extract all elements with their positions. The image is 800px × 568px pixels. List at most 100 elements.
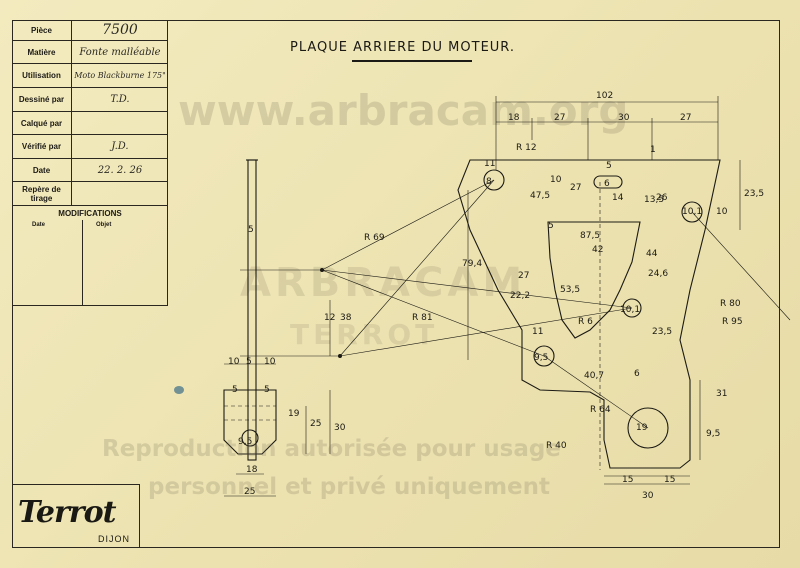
dim-30: 30	[642, 491, 654, 501]
dim-5: 5	[548, 221, 554, 231]
dim-r81: R 81	[412, 313, 433, 323]
modifications-date-header: Date	[32, 222, 46, 228]
dim-19: 19	[288, 409, 300, 419]
dim-6: 6	[634, 369, 640, 379]
construction-line	[691, 211, 791, 321]
modifications-title: MODIFICATIONS	[58, 209, 122, 218]
dim-r40: R 40	[546, 441, 567, 451]
plate-outline	[457, 159, 721, 469]
tb-row-utilisation: Utilisation Moto Blackburne 175"	[12, 64, 168, 88]
tb-row-verifie: Vérifié par J.D.	[12, 135, 168, 159]
dim-hole-center: 10,1	[620, 305, 640, 315]
watermark-line-1: Reproduction autorisée pour usage	[102, 436, 561, 462]
sheet-frame	[12, 20, 780, 548]
dim-79: 79,4	[462, 259, 482, 269]
modifications-block: MODIFICATIONS Date Objet	[12, 206, 168, 306]
dim-18: 18	[508, 113, 520, 123]
tb-label: Utilisation	[12, 64, 72, 87]
hole-center	[622, 298, 642, 318]
watermark-logo-bottom: TERROT	[290, 318, 439, 351]
dim-87: 87,5	[580, 231, 600, 241]
tb-label: Calqué par	[12, 112, 72, 134]
dim-11: 11	[532, 327, 543, 337]
inner-cutout	[547, 221, 641, 339]
dim-small-hole: 9,5	[238, 437, 252, 447]
small-part	[223, 389, 277, 455]
tb-value: J.D.	[111, 141, 129, 152]
dim-25: 25	[310, 419, 321, 429]
dim-r95: R 95	[722, 317, 743, 327]
dim-27: 27	[680, 113, 691, 123]
dim-r80: R 80	[720, 299, 741, 309]
watermark-url: www.arbracam.org	[178, 86, 629, 135]
dim-53: 53,5	[560, 285, 580, 295]
tb-value: T.D.	[110, 94, 130, 105]
dim-27: 27	[570, 183, 581, 193]
dim-8: 8	[486, 177, 492, 187]
hole-right	[681, 201, 703, 223]
dim-102: 102	[596, 91, 613, 101]
dim-10: 10	[716, 207, 728, 217]
dim-31: 31	[716, 389, 727, 399]
dim-15: 15	[622, 475, 633, 485]
title-block: Pièce 7500 Matière Fonte malléable Utili…	[12, 20, 168, 206]
dim-10: 10	[550, 175, 562, 185]
dim-r6: R 6	[578, 317, 593, 327]
tb-label: Date	[12, 159, 72, 181]
dim-47: 47,5	[530, 191, 550, 201]
dim-r12: R 12	[516, 143, 537, 153]
dim-13: 13,5	[644, 195, 664, 205]
dim-26: 26	[656, 193, 668, 203]
modifications-objet-header: Objet	[96, 222, 112, 228]
dim-25: 25	[244, 487, 255, 497]
dim-15: 15	[664, 475, 675, 485]
dim-6: 6	[604, 179, 610, 189]
construction-line	[321, 179, 495, 271]
small-part-hole	[241, 429, 259, 447]
dim-11: 11	[484, 159, 495, 169]
dim-38: 38	[340, 313, 352, 323]
construction-line	[321, 269, 633, 309]
tb-label: Matière	[12, 41, 72, 63]
construction-line	[543, 355, 649, 429]
dim-24: 24,6	[648, 269, 668, 279]
slot	[593, 175, 623, 189]
side-view-strip	[247, 159, 257, 461]
tb-row-calque: Calqué par	[12, 112, 168, 135]
tb-value: Fonte malléable	[79, 46, 161, 58]
tb-label: Vérifié par	[12, 135, 72, 158]
tb-value: Moto Blackburne 175"	[74, 71, 166, 80]
hole-boss	[627, 407, 669, 449]
logo-city: DIJON	[98, 534, 130, 544]
construction-line	[321, 269, 545, 357]
tb-row-piece: Pièce 7500	[12, 20, 168, 41]
tb-value: 7500	[102, 22, 138, 38]
drawing-title: PLAQUE ARRIERE DU MOTEUR.	[290, 40, 516, 55]
dim-23: 23,5	[652, 327, 672, 337]
tb-row-date: Date 22. 2. 26	[12, 159, 168, 182]
dim-5: 5	[606, 161, 612, 171]
tb-label: Pièce	[12, 20, 72, 40]
tb-row-repere: Repère de tirage	[12, 182, 168, 205]
dim-12: 12	[324, 313, 335, 323]
dim-22: 22,2	[510, 291, 530, 301]
ink-spot	[174, 386, 184, 394]
tb-row-dessine: Dessiné par T.D.	[12, 88, 168, 112]
dim-42: 42	[592, 245, 603, 255]
construction-line	[339, 179, 495, 357]
dim-r69: R 69	[364, 233, 385, 243]
dim-5: 5	[232, 385, 238, 395]
center-point	[320, 268, 324, 272]
tb-label: Repère de tirage	[12, 182, 72, 205]
dim-18: 18	[246, 465, 258, 475]
watermark-line-2: personnel et privé uniquement	[148, 474, 551, 500]
dim-hole-right: 10,1	[682, 207, 702, 217]
hole-lower	[533, 345, 555, 367]
dim-r64: R 64	[590, 405, 611, 415]
dim-30: 30	[618, 113, 630, 123]
tb-value: 22. 2. 26	[97, 164, 143, 176]
modifications-divider	[82, 220, 83, 306]
dim-14: 14	[612, 193, 624, 203]
